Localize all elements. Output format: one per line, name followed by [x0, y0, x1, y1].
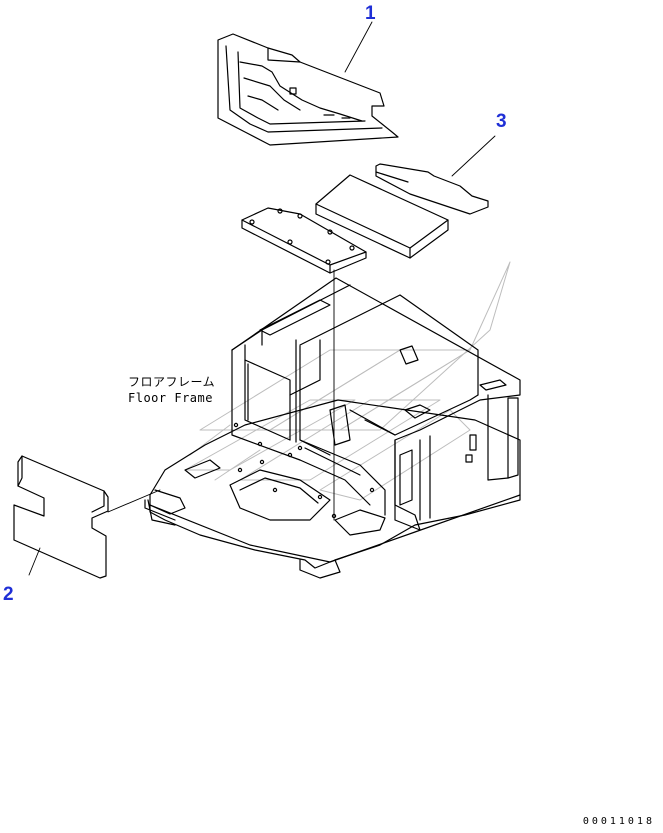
part-3-side-mat — [315, 163, 489, 259]
caption-english: Floor Frame — [128, 391, 213, 405]
leader-lines — [28, 21, 496, 576]
callout-3: 3 — [496, 111, 507, 132]
callout-2: 2 — [3, 584, 14, 605]
callout-1: 1 — [365, 3, 376, 24]
caption-japanese: フロアフレーム — [128, 375, 216, 389]
watermark-logo — [184, 261, 511, 501]
part-2-floor-mat — [13, 455, 109, 579]
floor-frame-body — [144, 277, 521, 579]
part-1-upper-mat — [217, 33, 399, 146]
document-number: 00011018 — [582, 816, 655, 827]
access-cover-plate — [241, 207, 367, 274]
